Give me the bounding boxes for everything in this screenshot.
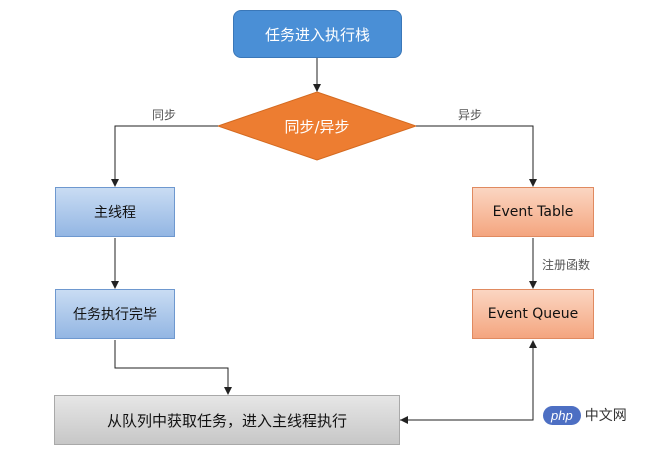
php-logo: php [543, 405, 581, 425]
arrow-task-done-to-fetch [114, 340, 232, 395]
fetch-task-node: 从队列中获取任务，进入主线程执行 [54, 395, 400, 445]
async-edge-label: 异步 [458, 108, 483, 122]
decision-diamond [216, 91, 418, 161]
sync-edge-label: 同步 [152, 108, 177, 122]
arrow-decision-to-event-table [416, 125, 537, 187]
event-queue-node: Event Queue [472, 289, 594, 339]
watermark-text: 中文网 [584, 408, 627, 424]
decision-label: 同步/异步 [284, 117, 350, 136]
event-table-node: Event Table [472, 187, 594, 237]
arrow-fetch-to-event-queue [400, 340, 537, 421]
register-edge-label: 注册函数 [542, 258, 591, 272]
arrow-decision-to-main-thread [111, 125, 218, 187]
main-thread-node: 主线程 [55, 187, 175, 237]
start-node: 任务进入执行栈 [233, 10, 402, 58]
task-done-node: 任务执行完毕 [55, 289, 175, 339]
site-watermark: php 中文网 [543, 402, 627, 428]
